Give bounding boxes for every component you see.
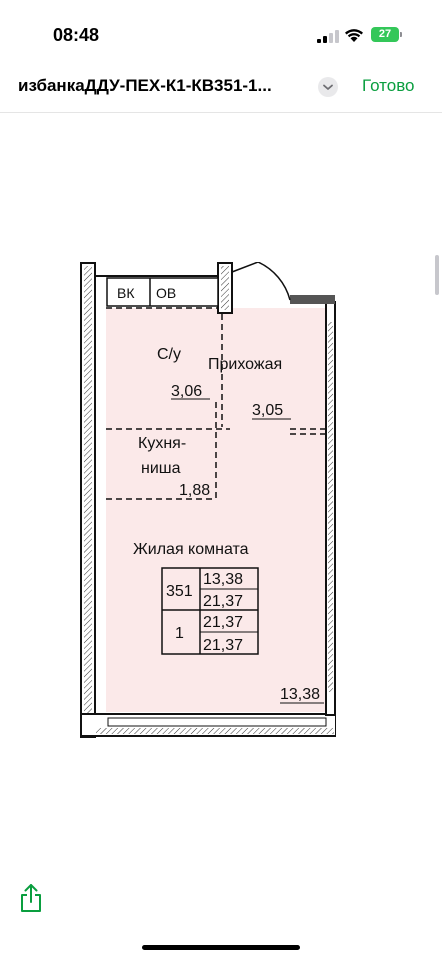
battery-icon: 27 xyxy=(371,27,399,42)
share-icon[interactable] xyxy=(18,883,44,913)
shaft-ov-label: ОВ xyxy=(156,285,176,301)
kitchen-area: 1,88 xyxy=(179,482,210,499)
hallway-label: Прихожая xyxy=(208,356,282,373)
status-time: 08:48 xyxy=(53,25,100,45)
floor-plan: ВК ОВ С/у 3,06 Прихожая 3,05 Кухня- ниша… xyxy=(80,262,336,738)
room-count: 1 xyxy=(175,625,184,642)
living-room-area: 13,38 xyxy=(280,686,320,703)
apartment-number: 351 xyxy=(166,583,193,600)
battery-tip xyxy=(400,32,402,37)
wifi-icon xyxy=(345,29,363,42)
wall-top-right xyxy=(290,295,335,304)
table-cell-2: 21,37 xyxy=(203,593,243,610)
table-cell-4: 21,37 xyxy=(203,637,243,654)
entrance-door xyxy=(231,262,291,301)
bathroom-area: 3,06 xyxy=(171,383,202,400)
hallway-area: 3,05 xyxy=(252,402,283,419)
title-menu-button[interactable] xyxy=(318,77,338,97)
cellular-signal-icon xyxy=(317,29,339,43)
chevron-down-icon xyxy=(323,84,333,90)
document-nav-bar: избанкаДДУ-ПЕХ-К1-КВ351-1... Готово xyxy=(0,60,442,113)
bathroom-label: С/у xyxy=(157,346,181,363)
living-room-label: Жилая комната xyxy=(133,541,249,558)
status-bar: 08:48 27 xyxy=(0,0,442,60)
table-cell-1: 13,38 xyxy=(203,571,243,588)
kitchen-label-line2: ниша xyxy=(141,460,181,477)
room-partitions xyxy=(106,307,326,500)
shaft-vk-label: ВК xyxy=(117,285,135,301)
bottom-toolbar xyxy=(0,850,442,960)
done-button[interactable]: Готово xyxy=(362,76,415,95)
table-cell-3: 21,37 xyxy=(203,614,243,631)
kitchen-label-line1: Кухня- xyxy=(138,435,186,452)
scroll-indicator[interactable] xyxy=(435,255,439,295)
document-title[interactable]: избанкаДДУ-ПЕХ-К1-КВ351-1... xyxy=(18,76,272,95)
home-indicator[interactable] xyxy=(142,945,300,950)
apartment-info-table: 351 1 13,38 21,37 21,37 21,37 xyxy=(161,567,259,655)
